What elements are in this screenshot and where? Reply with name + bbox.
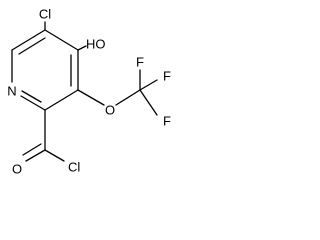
bond-cf3-f-right <box>139 79 158 91</box>
chemical-structure-diagram: Cl HO N O F F F O Cl <box>7 7 171 177</box>
atom-labels: Cl HO N O F F F O Cl <box>7 7 171 177</box>
bond-c6-c5-inner <box>18 37 46 55</box>
substituent-bonds <box>22 21 158 162</box>
atom-oh: HO <box>86 37 106 52</box>
bond-cf3-f-bottom <box>139 89 158 116</box>
bond-carbonyl-cl <box>44 149 65 162</box>
bond-c2-n <box>20 95 46 111</box>
atom-o-carbonyl: O <box>12 162 22 177</box>
atom-cl-acyl: Cl <box>68 160 80 175</box>
atom-f-right: F <box>163 69 171 84</box>
bond-c5-c4 <box>44 29 79 51</box>
bond-c3-o <box>77 89 105 106</box>
pyridine-ring <box>11 29 79 111</box>
bond-c4-oh <box>77 45 87 51</box>
atom-cl-top: Cl <box>39 7 51 22</box>
bond-carbonyl-o-inner <box>22 143 42 156</box>
atom-o-ether: O <box>105 103 115 118</box>
atom-n-ring: N <box>7 84 16 99</box>
bond-c6-c5 <box>11 29 46 51</box>
bond-o-cf3 <box>115 89 141 106</box>
atom-f-bottom: F <box>163 114 171 129</box>
bond-c3-c2 <box>44 89 79 111</box>
bond-c2-n-inner <box>21 90 42 103</box>
bond-carbonyl-o-outer <box>25 149 46 162</box>
atom-f-top: F <box>136 55 144 70</box>
